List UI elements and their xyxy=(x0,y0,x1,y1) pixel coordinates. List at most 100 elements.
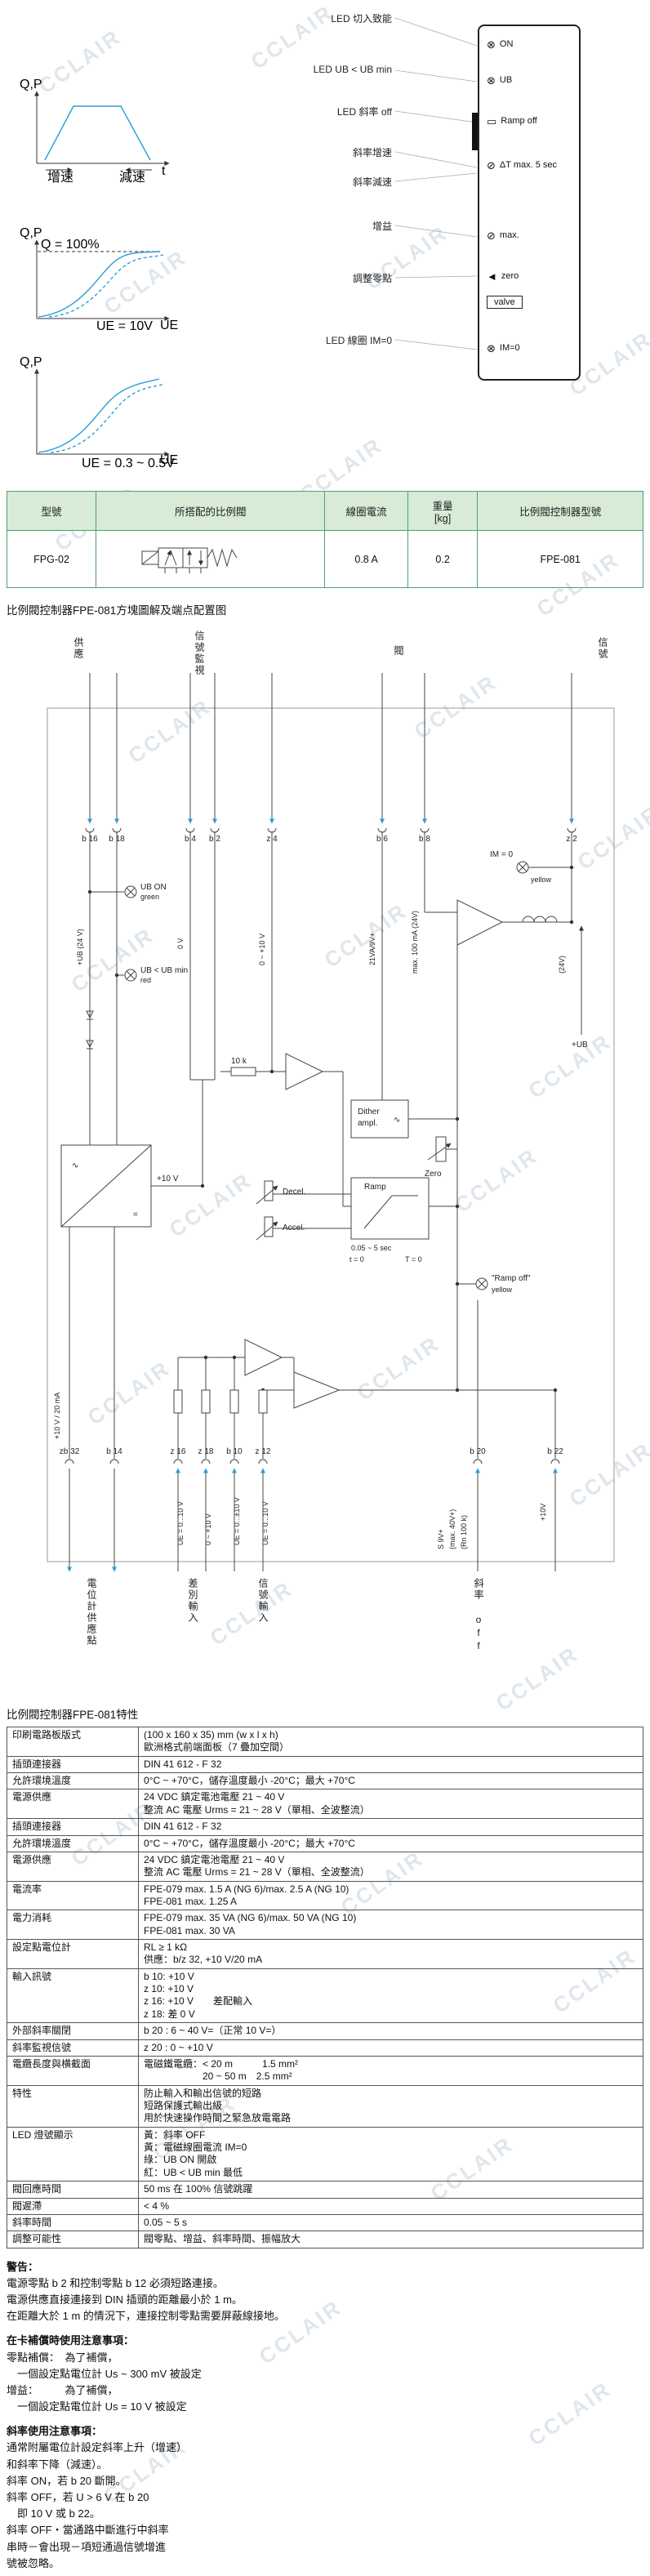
spec-value: 0°C ~ +70°C，儲存溫度最小 -20°C；最大 +70°C xyxy=(138,1834,643,1852)
graph2-q-label: Q = 100% xyxy=(41,238,100,252)
label-zero-adjust: 調整零點 xyxy=(352,273,392,284)
ramp-box: Ramp 0.05 ~ 5 sec t = 0 T = 0 xyxy=(349,1177,430,1263)
led-icon: ⊗ xyxy=(487,38,496,51)
input-resistors xyxy=(173,1389,268,1414)
compensation-line: 零點補償： 為了補償， xyxy=(7,2351,118,2364)
spec-key: 電源供應 xyxy=(7,1851,139,1882)
model-table-row: FPG-02 xyxy=(6,530,643,588)
dither-label-1: Dither xyxy=(358,1108,380,1116)
ramp-notes-title: 斜率使用注意事項： xyxy=(7,2425,103,2438)
annotation-24v: (24V) xyxy=(558,956,566,974)
graph1-xlabel: t xyxy=(162,164,166,178)
watermark: CCLAIR xyxy=(523,2376,617,2451)
spec-key: 閥遲滯 xyxy=(7,2197,139,2215)
spec-value: FPE-079 max. 1.5 A (NG 6)/max. 2.5 A (NG… xyxy=(138,1880,643,1911)
section-label-signal: 信號 xyxy=(597,637,608,660)
led-label-rampoff: LED 斜率 off xyxy=(336,106,392,118)
spec-value: b 10: +10 V z 10: +10 V z 16: +10 V 差配輸入… xyxy=(138,1968,643,2024)
spec-key: LED 燈號顯示 xyxy=(7,2126,139,2182)
ramp-note-line: 即 10 V 或 b 22。 xyxy=(7,2507,100,2520)
label-gain: 增益 xyxy=(372,221,392,232)
led-icon: ⊗ xyxy=(487,74,496,87)
ramp-note-line: 通常附屬電位計設定斜率上升（增速） xyxy=(7,2441,188,2454)
label-ramp-down: 斜率減速 xyxy=(352,176,392,188)
spec-row: 電纜長度與横截面電磁鐵電纜：< 20 m 1.5 mm² 20 ~ 50 m 2… xyxy=(7,2055,643,2086)
diagram-frame xyxy=(47,707,615,1562)
spec-key: 設定點電位計 xyxy=(7,1939,139,1969)
ac-glyph: ∿ xyxy=(72,1161,78,1170)
sine-glyph: ∿ xyxy=(394,1116,400,1125)
im0-led: IM = 0 yellow xyxy=(490,850,552,884)
power-supply-box: ∿ = +10 V xyxy=(60,1144,179,1228)
panel-item-gain-pot[interactable]: ⊘ max. xyxy=(487,230,572,241)
compensation-title: 在卡補償時使用注意事項： xyxy=(7,2334,135,2347)
ue-note: UE = 0...±10 V xyxy=(233,1497,241,1545)
panel-item-label: UB xyxy=(499,75,513,85)
valve-symbol xyxy=(141,547,238,573)
spec-key: 斜率時間 xyxy=(7,2213,139,2232)
label-differential-input: 差別輸入 xyxy=(187,1578,198,1624)
resistor-10k-label: 10 k xyxy=(231,1057,247,1066)
panel-item-zero-pot[interactable]: ◄ zero xyxy=(487,271,572,282)
comparator-amp xyxy=(285,1053,324,1090)
spec-title: 比例閥控制器FPE-081特性 xyxy=(7,1709,139,1721)
spec-value: 電磁鐵電纜：< 20 m 1.5 mm² 20 ~ 50 m 2.5 mm² xyxy=(138,2055,643,2086)
led-label-ubmin: LED UB < UB min xyxy=(313,64,392,75)
decel-pot: Decel. xyxy=(256,1180,305,1205)
graph3-note: UE = 0.3 ~ 0.5V xyxy=(82,457,175,470)
panel-item-label: ON xyxy=(499,39,514,49)
arrow-icon: ◄ xyxy=(487,270,497,283)
annotation-0v: 0 V xyxy=(176,938,185,949)
spec-key: 特性 xyxy=(7,2084,139,2128)
cell-current: 0.8 A xyxy=(324,530,408,588)
spec-value: b 20 : 6 ~ 40 V=（正常 10 V=） xyxy=(138,2022,643,2040)
spec-key: 電力消耗 xyxy=(7,1910,139,1941)
spec-row: 印刷電路板版式(100 x 160 x 35) mm (w x l x h) 歐… xyxy=(7,1727,643,1757)
ramp-time-label: 0.05 ~ 5 sec xyxy=(351,1244,392,1252)
plus10v-label: +10 V xyxy=(157,1174,179,1183)
ub-min-led: UB < UB min red xyxy=(124,966,188,984)
spec-value: 24 VDC 鎮定電池電壓 21 ~ 40 V 整流 AC 電壓 Urms = … xyxy=(138,1851,643,1882)
spec-value: RL ≥ 1 kΩ 供應：b/z 32, +10 V/20 mA xyxy=(138,1939,643,1969)
spec-key: 允許環境溫度 xyxy=(7,1772,139,1790)
spec-value: 24 VDC 鎮定電池電壓 21 ~ 40 V 整流 AC 電壓 Urms = … xyxy=(138,1789,643,1820)
dither-label-2: ampl. xyxy=(358,1119,377,1128)
panel-item-ub: ⊗ UB xyxy=(487,75,572,86)
dc-glyph: = xyxy=(133,1210,138,1219)
terminal-label: b 10 xyxy=(226,1447,243,1456)
label-pot-supply-point: 電位計供應點 xyxy=(86,1578,97,1647)
connector-lines xyxy=(394,17,478,350)
annotation-ub24: +UB (24 V) xyxy=(76,929,84,965)
label-ramp-up: 斜率增速 xyxy=(352,147,392,158)
ub-right-label: +UB xyxy=(572,1041,588,1050)
col-model: 型號 xyxy=(6,491,97,531)
trimpot-icon: ⊘ xyxy=(487,230,496,242)
usage-notes: 警告： 電源零點 b 2 和控制零點 b 12 必須短路連接。 電源供應直接連接… xyxy=(7,2260,464,2571)
fpe081-block-diagram: b 16 b 18 b 4 b 2 z 4 b 6 b 8 xyxy=(47,673,615,1572)
panel-item-label: Ramp off xyxy=(501,116,537,126)
spec-value: 黃：斜率 OFF 黃：電磁線圈電流 IM=0 綠：UB ON 開啟 紅：UB <… xyxy=(138,2126,643,2182)
spec-table: 印刷電路板版式(100 x 160 x 35) mm (w x l x h) 歐… xyxy=(7,1727,643,2248)
panel-item-ramp-time-pot[interactable]: ⊘ ΔT max. 5 sec xyxy=(487,160,572,171)
spec-value: 防止輸入和輸出信號的短路 短路保護式輸出級 用於快速操作時間之緊急放電電路 xyxy=(138,2084,643,2128)
ramp-note-line: 斜率 OFF，若 U > 6 V 在 b 20 xyxy=(7,2491,149,2504)
zero-label: Zero xyxy=(425,1170,442,1179)
section-label-valve: 閥 xyxy=(393,645,404,657)
s9-label: S 9V+ xyxy=(437,1529,445,1549)
section-label-monitor: 信號監視 xyxy=(194,631,205,676)
panel-item-valve: valve xyxy=(487,296,572,309)
panel-item-rampoff[interactable]: ▭ Ramp off xyxy=(487,116,572,127)
ramp-label: Ramp xyxy=(364,1183,386,1192)
ub-min-label: UB < UB min xyxy=(140,966,188,975)
graph1-decel-label: 減速 xyxy=(119,170,145,185)
terminal-label: b 14 xyxy=(106,1447,122,1456)
accel-label: Accel. xyxy=(283,1223,305,1232)
spec-key: 電流率 xyxy=(7,1880,139,1911)
